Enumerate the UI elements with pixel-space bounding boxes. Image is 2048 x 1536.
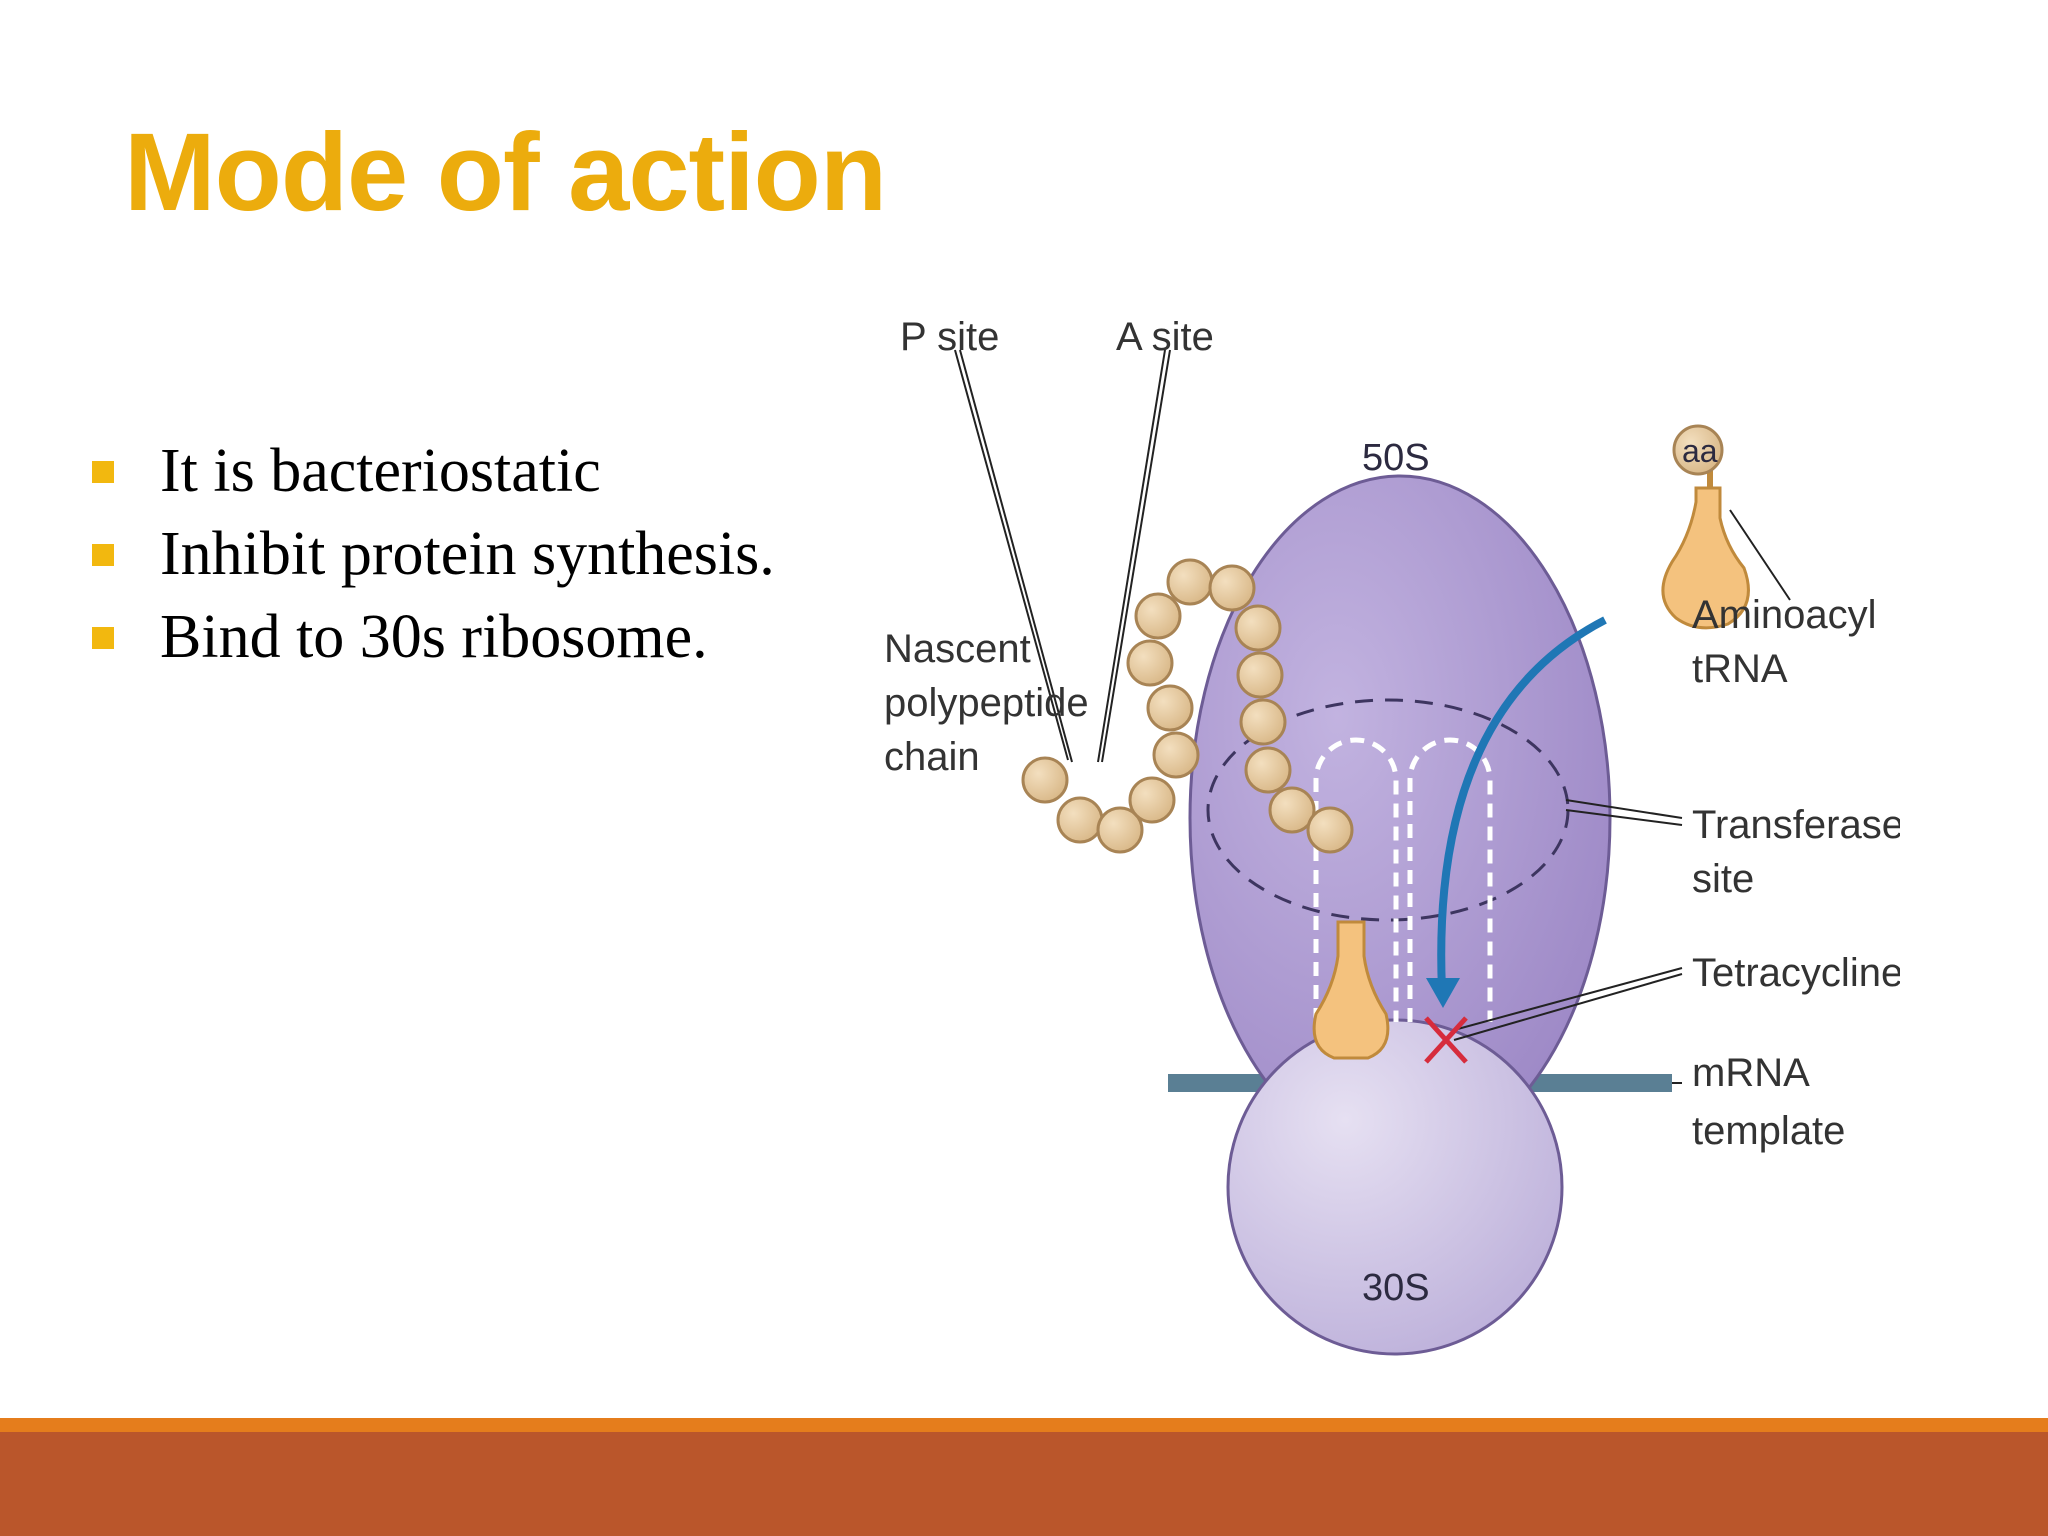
transferase-leader-2 xyxy=(1565,799,1683,819)
aminoacyl-trna xyxy=(1661,486,1750,630)
entry-arrow-head xyxy=(1426,978,1460,1008)
amino-acid-bead xyxy=(1672,424,1724,476)
a-site-label: A site xyxy=(1116,315,1214,359)
tetracycline-leader xyxy=(1453,973,1683,1041)
nascent-label-line3: chain xyxy=(884,735,980,779)
small-subunit-label: 30S xyxy=(1362,1267,1430,1309)
bullet-item: Bind to 30s ribosome. xyxy=(92,596,775,679)
mrna-label-line1: mRNA xyxy=(1692,1051,1810,1095)
transferase-label-line2: site xyxy=(1692,857,1754,901)
peptidyl-trna xyxy=(1312,920,1390,1060)
mrna-label-line2: template xyxy=(1692,1109,1845,1153)
bullet-list: It is bacteriostatic Inhibit protein syn… xyxy=(92,430,775,679)
p-site-label: P site xyxy=(900,315,999,359)
tetracycline-leader-2 xyxy=(1453,967,1683,1031)
tetracycline-label: Tetracycline xyxy=(1692,951,1900,995)
nascent-label-line2: polypeptide xyxy=(884,681,1089,725)
transferase-leader xyxy=(1565,809,1683,826)
bullet-item: It is bacteriostatic xyxy=(92,430,775,513)
bullet-text: Inhibit protein synthesis. xyxy=(160,520,775,588)
leader-lines xyxy=(954,349,1791,1084)
nascent-label-line1: Nascent xyxy=(884,627,1031,671)
square-bullet-icon xyxy=(92,460,114,483)
tetracycline-block-icon xyxy=(1424,1016,1468,1064)
p-site-leader xyxy=(954,349,1069,761)
footer-bar xyxy=(0,1432,2048,1536)
square-bullet-icon xyxy=(92,626,114,649)
bullet-item: Inhibit protein synthesis. xyxy=(92,513,775,596)
aminoacyl-label-line2: tRNA xyxy=(1692,647,1788,691)
ribosome-diagram: P site A site 50S 30S aa Aminoacyl tRNA … xyxy=(884,315,1900,1356)
footer-accent-line xyxy=(0,1418,2048,1432)
p-site-leader-2 xyxy=(959,349,1073,763)
entry-arrow xyxy=(1437,616,1607,991)
large-subunit-label: 50S xyxy=(1362,437,1430,479)
a-site-leader-2 xyxy=(1097,349,1166,763)
amino-acid-label: aa xyxy=(1682,433,1718,469)
p-site-slot xyxy=(1313,737,1399,1022)
aminoacyl-leader xyxy=(1729,509,1791,601)
square-bullet-icon xyxy=(92,543,114,566)
bullet-text: It is bacteriostatic xyxy=(160,437,601,505)
bullet-text: Bind to 30s ribosome. xyxy=(160,603,708,671)
a-site-slot xyxy=(1407,737,1493,1022)
a-site-leader xyxy=(1101,349,1171,763)
aminoacyl-label-line1: Aminoacyl xyxy=(1692,593,1877,637)
slide-title: Mode of action xyxy=(124,111,887,234)
transferase-label-line1: Transferase xyxy=(1692,803,1900,847)
polypeptide-chain xyxy=(1021,558,1354,854)
